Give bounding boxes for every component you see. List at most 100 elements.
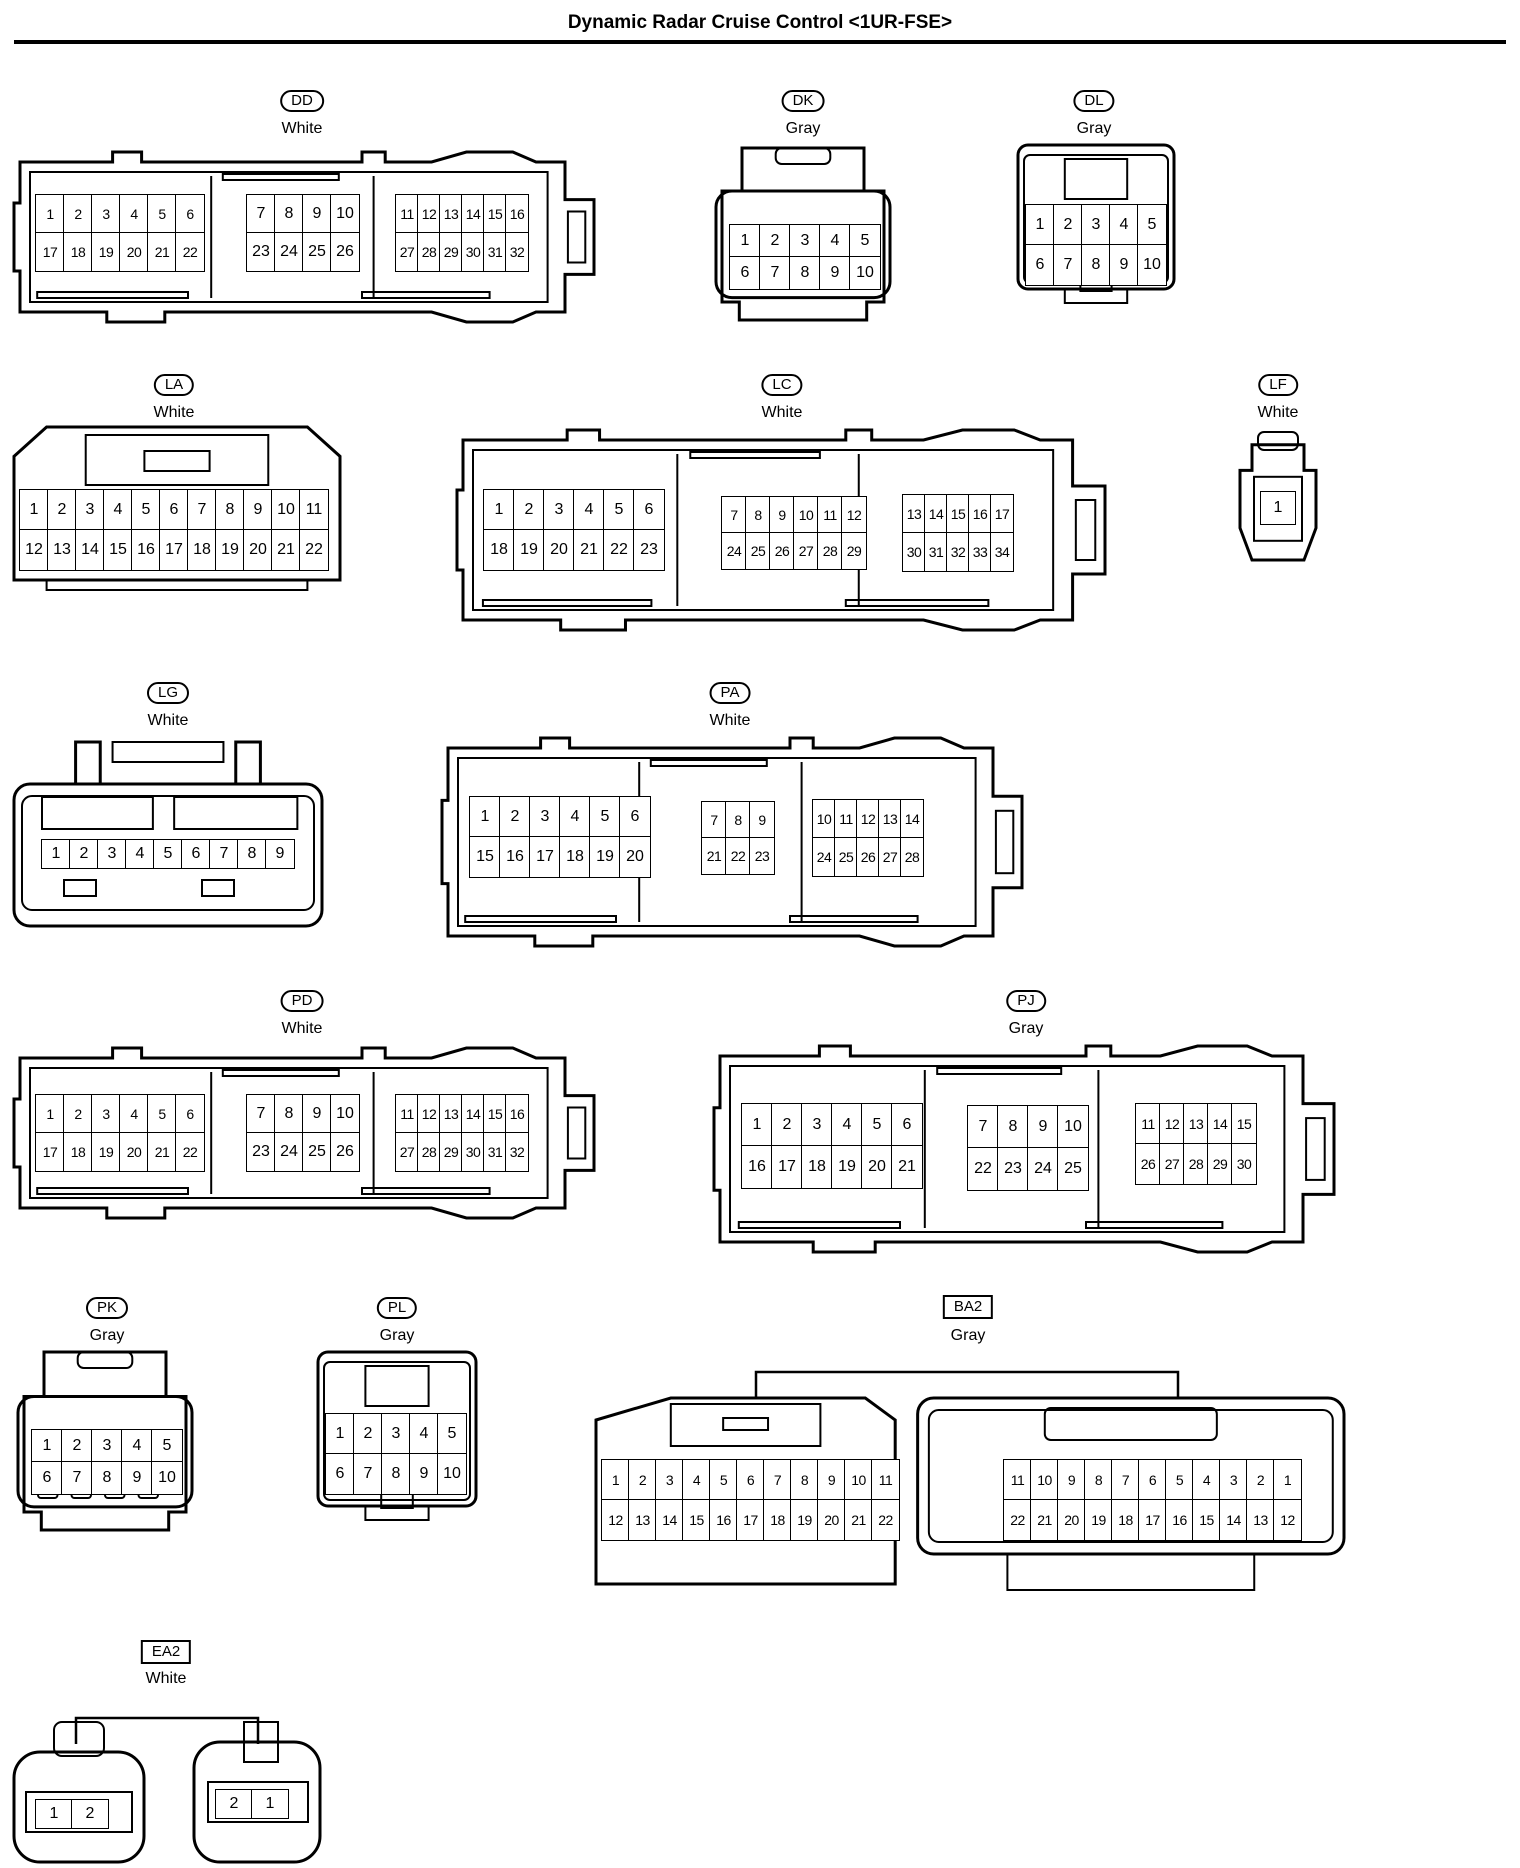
pin-cell: 12 xyxy=(856,799,880,839)
pin-cell: 6 xyxy=(633,489,665,531)
pin-cell: 8 xyxy=(1081,244,1111,286)
pin-cell: 2 xyxy=(61,1429,93,1463)
pin-cell: 3 xyxy=(655,1459,684,1501)
pin-cell: 24 xyxy=(274,232,304,272)
title-rule xyxy=(14,40,1506,44)
pin-cell: 11 xyxy=(1003,1459,1032,1501)
pin-cell: 23 xyxy=(749,837,775,875)
pin-cell: 20 xyxy=(119,1132,149,1172)
pin-cell: 30 xyxy=(902,532,926,572)
pin-cell: 4 xyxy=(119,194,149,234)
pin-cell: 10 xyxy=(271,489,301,531)
connector-code: LG xyxy=(146,682,190,704)
pin-cell: 3 xyxy=(801,1103,833,1147)
pin-cell: 5 xyxy=(437,1413,467,1455)
pin-cell: 19 xyxy=(91,1132,121,1172)
pin-cell: 8 xyxy=(91,1461,123,1495)
pin-cell: 7 xyxy=(1053,244,1083,286)
pin-cell: 3 xyxy=(1219,1459,1248,1501)
pin-cell: 12 xyxy=(1273,1499,1302,1541)
pin-cell: 9 xyxy=(1109,244,1139,286)
pin-cell: 6 xyxy=(619,796,651,838)
pin-cell: 19 xyxy=(1084,1499,1113,1541)
pin-cell: 4 xyxy=(103,489,133,531)
pin-cell: 26 xyxy=(330,1132,360,1172)
pin-cell: 3 xyxy=(1081,204,1111,246)
pin-cell: 12 xyxy=(1159,1103,1185,1145)
pin-cell: 7 xyxy=(353,1453,383,1495)
pin-cell: 3 xyxy=(543,489,575,531)
pin-cell: 21 xyxy=(271,529,301,571)
pin-cell: 18 xyxy=(1111,1499,1140,1541)
pin-cell: 7 xyxy=(701,801,727,839)
pin-cell: 5 xyxy=(153,839,183,869)
pin-cell: 22 xyxy=(725,837,751,875)
pin-cell: 21 xyxy=(891,1145,923,1189)
pin-cell: 10 xyxy=(151,1461,183,1495)
pin-cell: 5 xyxy=(1165,1459,1194,1501)
pin-cell: 17 xyxy=(35,232,65,272)
pin-cell: 5 xyxy=(603,489,635,531)
pin-cell: 2 xyxy=(1053,204,1083,246)
pin-cell: 20 xyxy=(119,232,149,272)
pin-cell: 5 xyxy=(849,224,881,258)
connector-housing xyxy=(12,740,324,928)
connector-color: Gray xyxy=(379,1327,415,1344)
pin-cell: 9 xyxy=(121,1461,153,1495)
pin-cell: 16 xyxy=(741,1145,773,1189)
pin-cell: 8 xyxy=(789,256,821,290)
connector-code: BA2 xyxy=(942,1295,994,1319)
pin-cell: 1 xyxy=(19,489,49,531)
pin-cell: 3 xyxy=(789,224,821,258)
pin-cell: 2 xyxy=(353,1413,383,1455)
pin-cell: 4 xyxy=(559,796,591,838)
connector-code: DD xyxy=(280,90,324,112)
connector-color: White xyxy=(147,712,189,729)
pin-cell: 19 xyxy=(790,1499,819,1541)
pin-cell: 16 xyxy=(499,836,531,878)
pin-cell: 31 xyxy=(483,232,507,272)
pin-cell: 18 xyxy=(483,529,515,571)
pin-cell: 14 xyxy=(655,1499,684,1541)
pin-cell: 6 xyxy=(159,489,189,531)
pin-cell: 25 xyxy=(1057,1147,1089,1191)
pin-cell: 7 xyxy=(209,839,239,869)
pin-cell: 3 xyxy=(91,1429,123,1463)
pin-cell: 9 xyxy=(409,1453,439,1495)
pin-cell: 16 xyxy=(709,1499,738,1541)
pin-cell: 17 xyxy=(35,1132,65,1172)
pin-cell: 2 xyxy=(71,1799,109,1829)
pin-cell: 9 xyxy=(1027,1105,1059,1149)
pin-cell: 20 xyxy=(861,1145,893,1189)
pin-cell: 2 xyxy=(215,1789,253,1819)
connector-housing xyxy=(1238,431,1318,562)
connector-housing xyxy=(12,425,342,591)
pin-cell: 7 xyxy=(1111,1459,1140,1501)
connector-code: DK xyxy=(781,90,825,112)
connector-code: PL xyxy=(376,1297,418,1319)
pin-cell: 6 xyxy=(1025,244,1055,286)
connector-housing xyxy=(12,150,596,324)
pin-cell: 9 xyxy=(749,801,775,839)
pin-cell: 10 xyxy=(1030,1459,1059,1501)
connector-color: White xyxy=(281,120,323,137)
pin-cell: 10 xyxy=(330,1094,360,1134)
pin-cell: 25 xyxy=(302,1132,332,1172)
connector-code: PJ xyxy=(1006,990,1046,1012)
pin-cell: 28 xyxy=(900,837,924,877)
pin-cell: 2 xyxy=(771,1103,803,1147)
connector-color: White xyxy=(145,1670,187,1687)
connector-housing xyxy=(440,736,1024,948)
pin-cell: 22 xyxy=(1003,1499,1032,1541)
